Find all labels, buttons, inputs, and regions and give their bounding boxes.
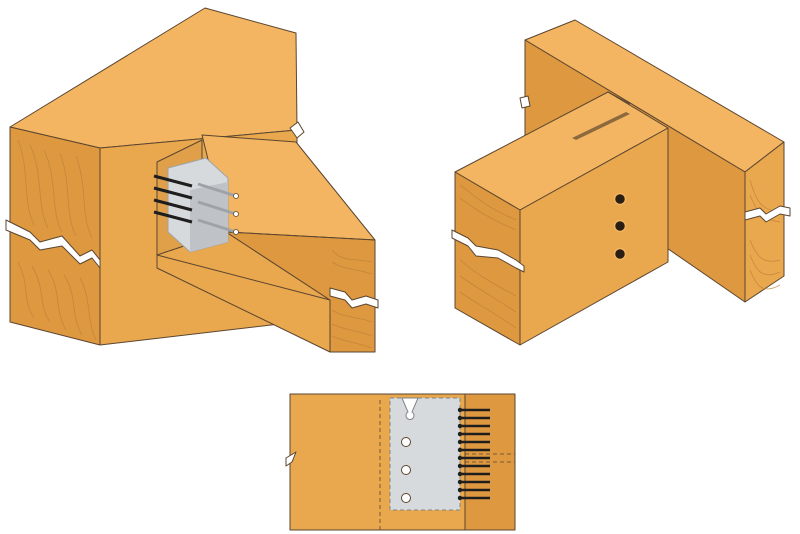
joist-end-grain bbox=[331, 249, 373, 349]
screw-head bbox=[457, 479, 463, 485]
screw-head bbox=[457, 495, 463, 501]
steel-plate-shadow bbox=[190, 182, 228, 252]
break-notch-top bbox=[289, 121, 305, 139]
screw-head bbox=[457, 455, 463, 461]
screw-head bbox=[457, 407, 463, 413]
joist-beam bbox=[156, 134, 379, 353]
header-beam-end-face bbox=[9, 126, 101, 346]
wood-grain-texture bbox=[17, 139, 97, 341]
break-line-header bbox=[5, 219, 101, 269]
screw-head bbox=[457, 463, 463, 469]
screw-head bbox=[457, 447, 463, 453]
screw-head bbox=[457, 431, 463, 437]
steel-plate-elevation bbox=[389, 397, 461, 511]
plate-slot bbox=[572, 112, 630, 140]
view-3-section-elevation bbox=[285, 393, 516, 531]
dowel-hole-1 bbox=[613, 192, 627, 206]
dowel-hole-3 bbox=[613, 247, 627, 261]
dowel-hole-2 bbox=[613, 219, 627, 233]
joist2-end-face bbox=[454, 171, 521, 346]
joist2-grain bbox=[459, 184, 517, 329]
plate-keyhole bbox=[401, 397, 419, 420]
break-line-joist2 bbox=[451, 229, 525, 273]
dowel-holes bbox=[613, 192, 627, 261]
break-line-header2 bbox=[744, 205, 791, 223]
screw-head bbox=[457, 423, 463, 429]
screw-head bbox=[457, 471, 463, 477]
screw-head bbox=[457, 487, 463, 493]
screw-fasteners bbox=[457, 407, 490, 501]
header-beam-top-face bbox=[9, 7, 298, 149]
screw-head bbox=[457, 439, 463, 445]
break-line-joist bbox=[329, 287, 379, 309]
view-2-concealed-joint bbox=[451, 19, 791, 346]
joist-beam-2 bbox=[451, 91, 669, 346]
view-1-assembled-joint bbox=[5, 7, 379, 353]
steel-plate-connector bbox=[167, 157, 229, 253]
dowel-fastener bbox=[153, 174, 239, 235]
break-notch-2 bbox=[519, 95, 531, 109]
break-line-elevation bbox=[285, 451, 297, 467]
screw-head bbox=[457, 415, 463, 421]
